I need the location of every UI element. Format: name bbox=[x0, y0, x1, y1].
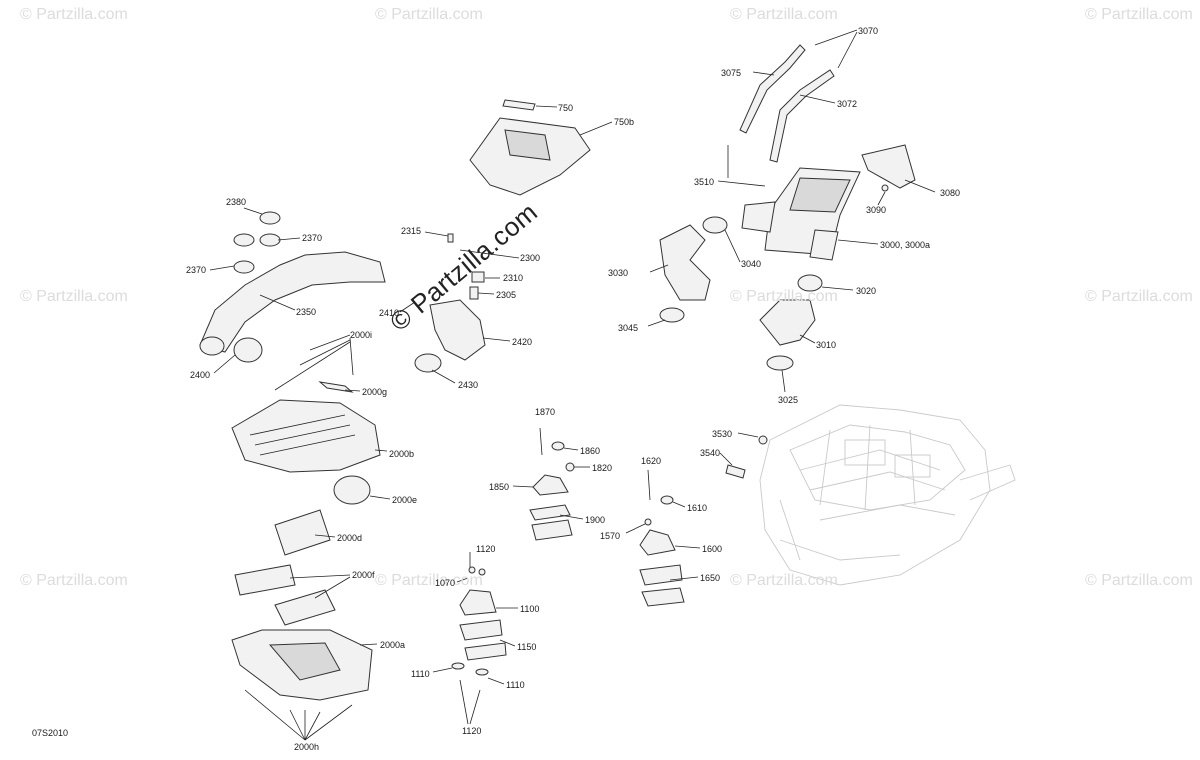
watermark: © Partzilla.com bbox=[730, 572, 838, 589]
part-1850 bbox=[532, 474, 569, 496]
callout-1620: 1620 bbox=[641, 456, 662, 466]
part-3010 bbox=[759, 299, 816, 346]
callout-2310: 2310 bbox=[503, 273, 524, 283]
callout-2370: 2370 bbox=[186, 265, 207, 275]
watermark: © Partzilla.com bbox=[20, 6, 128, 23]
callout-1610: 1610 bbox=[687, 503, 708, 513]
callout-1070: 1070 bbox=[435, 578, 456, 588]
callout-1600: 1600 bbox=[702, 544, 723, 554]
watermark: © Partzilla.com bbox=[1085, 288, 1193, 305]
callout-2000b: 2000b bbox=[389, 449, 415, 459]
callout-2000e: 2000e bbox=[392, 495, 418, 505]
part-2000e bbox=[333, 475, 371, 505]
callout-2430: 2430 bbox=[458, 380, 479, 390]
part-2400 bbox=[233, 337, 263, 363]
callout-3040: 3040 bbox=[741, 259, 762, 269]
callout-1650: 1650 bbox=[700, 573, 721, 583]
part-2000f bbox=[234, 564, 296, 596]
callout-3020: 3020 bbox=[856, 286, 877, 296]
callout-3510: 3510 bbox=[694, 177, 715, 187]
callout-3045: 3045 bbox=[618, 323, 639, 333]
callout-3025: 3025 bbox=[778, 395, 799, 405]
callout-1900: 1900 bbox=[585, 515, 606, 525]
callout-1100: 1100 bbox=[520, 604, 540, 614]
callout-2000f: 2000f bbox=[352, 570, 375, 580]
part-2000b bbox=[231, 399, 381, 473]
callout-3010: 3010 bbox=[816, 340, 837, 350]
part-3030 bbox=[659, 224, 711, 301]
callout-1110: 1110 bbox=[411, 669, 430, 679]
part-2350 bbox=[199, 251, 386, 353]
callout-2000d: 2000d bbox=[337, 533, 363, 543]
callout-2350: 2350 bbox=[296, 307, 317, 317]
part-1100 bbox=[459, 589, 497, 616]
callout-3540: 3540 bbox=[700, 448, 721, 458]
watermark: © Partzilla.com bbox=[375, 6, 483, 23]
part-3075 bbox=[739, 44, 806, 134]
watermark: © Partzilla.com bbox=[730, 288, 838, 305]
watermark: © Partzilla.com bbox=[20, 288, 128, 305]
watermark: © Partzilla.com bbox=[1085, 6, 1193, 23]
callout-3030: 3030 bbox=[608, 268, 629, 278]
callout-1870: 1870 bbox=[535, 407, 556, 417]
callout-2000h: 2000h bbox=[294, 742, 320, 752]
callout-3090: 3090 bbox=[866, 205, 887, 215]
callout-2380: 2380 bbox=[226, 197, 247, 207]
part-3020 bbox=[797, 274, 823, 292]
watermark: © Partzilla.com bbox=[20, 572, 128, 589]
watermark: © Partzilla.com bbox=[375, 572, 483, 589]
callout-750b: 750b bbox=[614, 117, 635, 127]
callout-1110: 1110 bbox=[506, 680, 525, 690]
callout-3070: 3070 bbox=[858, 26, 879, 36]
callout-3072: 3072 bbox=[837, 99, 858, 109]
callout-750: 750 bbox=[558, 103, 574, 113]
engine-illustration bbox=[759, 404, 1016, 586]
part-2000d bbox=[274, 509, 331, 556]
callout-3530: 3530 bbox=[712, 429, 733, 439]
callout-1120: 1120 bbox=[476, 544, 496, 554]
callout-2000i: 2000i bbox=[350, 330, 373, 340]
diagram-code: 07S2010 bbox=[32, 728, 69, 738]
callout-1820: 1820 bbox=[592, 463, 613, 473]
watermark: © Partzilla.com bbox=[1085, 572, 1193, 589]
callout-2000g: 2000g bbox=[362, 387, 388, 397]
callout-1570: 1570 bbox=[600, 531, 621, 541]
callout-3075: 3075 bbox=[721, 68, 742, 78]
callout-2315: 2315 bbox=[401, 226, 422, 236]
watermark: © Partzilla.com bbox=[730, 6, 838, 23]
part-750 bbox=[502, 99, 536, 111]
callout-2305: 2305 bbox=[496, 290, 517, 300]
callout-2300: 2300 bbox=[520, 253, 541, 263]
callout-1850: 1850 bbox=[489, 482, 510, 492]
part-3080 bbox=[861, 144, 916, 189]
callout-2370: 2370 bbox=[302, 233, 323, 243]
callout-2400: 2400 bbox=[190, 370, 211, 380]
callout-3080: 3080 bbox=[940, 188, 961, 198]
callout-2420: 2420 bbox=[512, 337, 533, 347]
part-1600 bbox=[639, 529, 676, 556]
callout-1150: 1150 bbox=[517, 642, 537, 652]
callout-1860: 1860 bbox=[580, 446, 601, 456]
callout-1120: 1120 bbox=[462, 726, 482, 736]
callout-2000a: 2000a bbox=[380, 640, 406, 650]
callout-2410: 2410 bbox=[379, 308, 400, 318]
callout-3000: 3000, 3000a bbox=[880, 240, 931, 250]
part-3072 bbox=[769, 69, 835, 163]
part-2420 bbox=[429, 299, 486, 361]
